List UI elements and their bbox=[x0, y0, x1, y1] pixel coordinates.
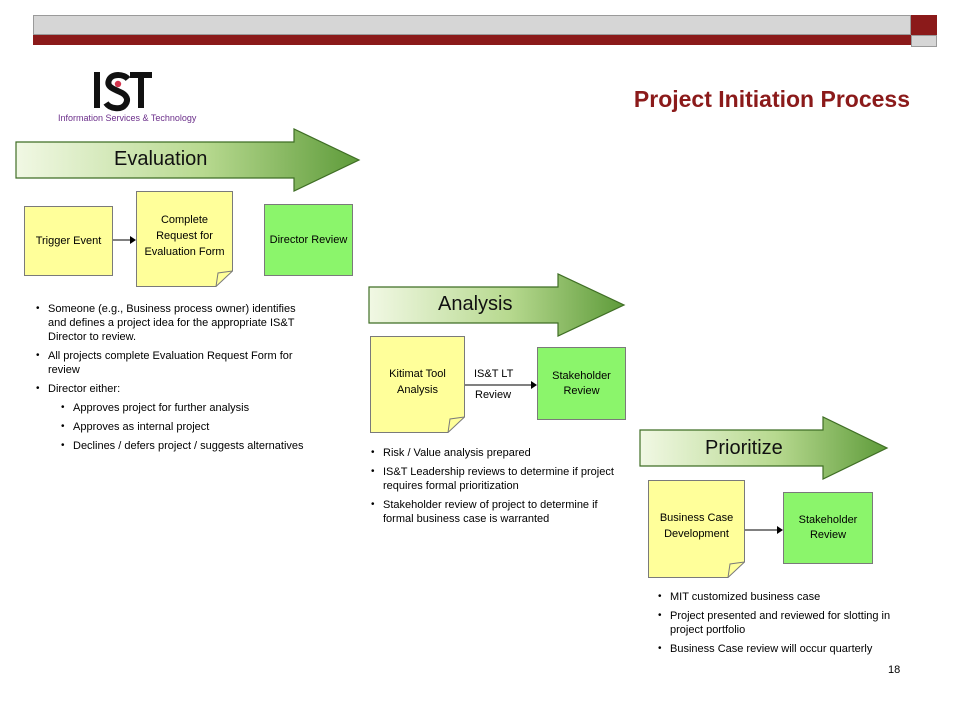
analysis-bullets: Risk / Value analysis prepared IS&T Lead… bbox=[369, 446, 631, 531]
prioritize-bullet: Project presented and reviewed for slott… bbox=[656, 609, 926, 637]
stage-arrow-prioritize: Prioritize bbox=[639, 416, 889, 480]
evaluation-bullets: Someone (e.g., Business process owner) i… bbox=[34, 302, 304, 458]
logo-subtitle: Information Services & Technology bbox=[58, 113, 197, 123]
header-decoration bbox=[33, 15, 937, 47]
analysis-stakeholder-review-box: Stakeholder Review bbox=[537, 347, 626, 420]
trigger-event-box: Trigger Event bbox=[24, 206, 113, 276]
stage-arrow-analysis: Analysis bbox=[368, 273, 626, 337]
header-gray-bar bbox=[33, 15, 911, 35]
complete-request-form-label: Complete Request for Evaluation Form bbox=[144, 214, 225, 258]
prioritize-bullets: MIT customized business case Project pre… bbox=[656, 590, 926, 661]
ist-logo: Information Services & Technology bbox=[58, 70, 218, 130]
analysis-bullet: Risk / Value analysis prepared bbox=[369, 446, 631, 460]
business-case-development-label: Business Case Development bbox=[659, 512, 734, 540]
kitimat-tool-analysis-doc: Kitimat Tool Analysis bbox=[370, 336, 465, 433]
stage-label-analysis: Analysis bbox=[438, 293, 513, 315]
edge-label-istlt: IS&T LT bbox=[474, 368, 514, 380]
prioritize-bullet: Business Case review will occur quarterl… bbox=[656, 642, 926, 656]
header-gray-square bbox=[911, 35, 937, 47]
stage-label-prioritize: Prioritize bbox=[705, 437, 783, 459]
kitimat-tool-analysis-label: Kitimat Tool Analysis bbox=[389, 367, 446, 396]
page-number: 18 bbox=[888, 664, 901, 676]
prioritize-stakeholder-review-box: Stakeholder Review bbox=[783, 492, 873, 564]
analysis-bullet: Stakeholder review of project to determi… bbox=[369, 498, 631, 526]
stage-arrow-evaluation: Evaluation bbox=[15, 128, 361, 192]
evaluation-sub-bullet: Approves project for further analysis bbox=[59, 401, 304, 415]
evaluation-bullet: Someone (e.g., Business process owner) i… bbox=[34, 302, 304, 344]
page-title: Project Initiation Process bbox=[633, 86, 910, 112]
evaluation-bullet: All projects complete Evaluation Request… bbox=[34, 349, 304, 377]
evaluation-sub-bullet: Approves as internal project bbox=[59, 420, 304, 434]
complete-request-form-doc: Complete Request for Evaluation Form bbox=[136, 191, 233, 287]
evaluation-bullet: Director either: bbox=[34, 382, 304, 396]
ist-logo-mark bbox=[94, 72, 152, 112]
analysis-bullet: IS&T Leadership reviews to determine if … bbox=[369, 465, 631, 493]
connector-kitimat-to-stakeholder bbox=[465, 381, 537, 389]
connector-business-case-to-stakeholder bbox=[745, 526, 783, 534]
connector-trigger-to-request bbox=[113, 236, 136, 244]
director-review-box: Director Review bbox=[264, 204, 353, 276]
prioritize-bullet: MIT customized business case bbox=[656, 590, 926, 604]
header-red-square bbox=[911, 15, 937, 35]
stage-label-evaluation: Evaluation bbox=[114, 148, 208, 170]
evaluation-sub-bullet: Declines / defers project / suggests alt… bbox=[59, 439, 304, 453]
edge-label-review: Review bbox=[475, 389, 512, 401]
header-red-line bbox=[33, 35, 911, 45]
business-case-development-doc: Business Case Development bbox=[648, 480, 745, 578]
